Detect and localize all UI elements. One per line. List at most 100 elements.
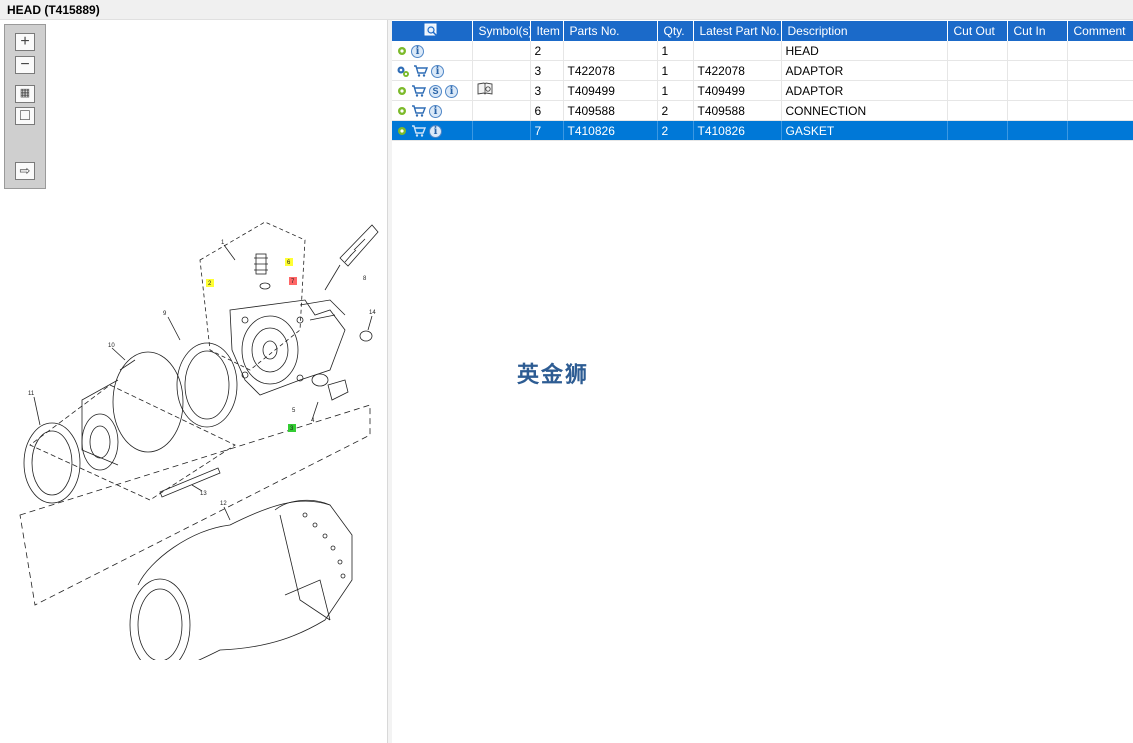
s-icon[interactable]: S	[429, 84, 442, 98]
cut-in-cell	[1007, 41, 1068, 61]
info-icon[interactable]: i	[429, 104, 442, 118]
column-header-item[interactable]: Item	[530, 21, 564, 41]
column-header-symbols[interactable]: Symbol(s)	[472, 21, 531, 41]
exploded-parts-diagram[interactable]: 1 2 3 4 5 6 7 8 9 10 11 12 13 14	[0, 180, 388, 660]
cut-out-cell	[947, 100, 1008, 121]
column-header-cut-out[interactable]: Cut Out	[947, 21, 1008, 41]
zoom-in-button[interactable]: +	[15, 33, 35, 51]
cut-in-cell	[1007, 100, 1068, 121]
search-icon[interactable]	[424, 23, 440, 37]
fit-view-button[interactable]: ▦	[15, 85, 35, 103]
column-header-search[interactable]	[392, 21, 473, 41]
symbol-cell	[472, 80, 531, 101]
part-12-housing	[129, 499, 353, 660]
callout-9[interactable]: 9	[163, 311, 167, 317]
info-icon[interactable]: i	[431, 64, 444, 78]
assembly-outline-middle	[29, 384, 236, 501]
callout-highlight-7	[289, 277, 297, 285]
table-header: Symbol(s) Item Parts No. Qty. Latest Par…	[392, 21, 1133, 41]
callout-3[interactable]: 3	[290, 426, 294, 432]
info-icon[interactable]: i	[411, 44, 424, 58]
callout-13[interactable]: 13	[200, 491, 207, 497]
callout-7[interactable]: 7	[291, 279, 295, 285]
table-row[interactable]: i 3 T422078 1 T422078 ADAPTOR	[392, 60, 1133, 81]
description-cell: HEAD	[781, 41, 948, 61]
zoom-out-button[interactable]: −	[15, 56, 35, 74]
watermark: 英金狮	[517, 363, 590, 388]
qty-cell: 2	[657, 120, 694, 141]
diagram-toolbar: + − ▦ □ ⇨	[4, 24, 46, 189]
pane-splitter[interactable]	[388, 20, 392, 743]
symbol-cell	[472, 60, 531, 81]
part-14-plug	[359, 330, 373, 342]
callout-8[interactable]: 8	[363, 276, 367, 282]
part-6-fitting	[254, 253, 271, 290]
latest-part-no-cell	[693, 41, 782, 61]
parts-no-cell: T410826	[563, 120, 658, 141]
assembly-outline-base	[19, 404, 371, 606]
callout-6[interactable]: 6	[287, 260, 291, 266]
callout-2[interactable]: 2	[208, 281, 212, 287]
item-cell: 2	[530, 41, 564, 61]
book-icon[interactable]	[477, 82, 493, 96]
gear-icon[interactable]	[396, 105, 408, 117]
callout-4[interactable]: 4	[311, 418, 315, 424]
export-button[interactable]: ⇨	[15, 162, 35, 180]
table-row[interactable]: i 6 T409588 2 T409588 CONNECTION	[392, 100, 1133, 121]
callout-5[interactable]: 5	[292, 408, 296, 414]
gear-icon[interactable]	[396, 125, 408, 137]
cut-out-cell	[947, 120, 1008, 141]
symbol-cell	[472, 41, 531, 61]
latest-part-no-cell: T409499	[693, 80, 782, 101]
description-cell: ADAPTOR	[781, 80, 948, 101]
cut-out-cell	[947, 41, 1008, 61]
column-header-parts-no[interactable]: Parts No.	[563, 21, 658, 41]
table-row-selected[interactable]: i 7 T410826 2 T410826 GASKET	[392, 120, 1133, 141]
info-icon[interactable]: i	[429, 124, 442, 138]
description-cell: ADAPTOR	[781, 60, 948, 81]
column-header-qty[interactable]: Qty.	[657, 21, 694, 41]
comment-cell	[1067, 120, 1133, 141]
description-cell: GASKET	[781, 120, 948, 141]
callout-highlight-3	[288, 424, 296, 432]
parts-no-cell: T422078	[563, 60, 658, 81]
window-title: HEAD (T415889)	[7, 3, 100, 17]
callout-14[interactable]: 14	[369, 310, 376, 316]
gear-icon[interactable]	[396, 85, 408, 97]
row-icons: i	[392, 60, 473, 81]
parts-no-cell: T409499	[563, 80, 658, 101]
table-row[interactable]: i 2 1 HEAD	[392, 41, 1133, 61]
cut-in-cell	[1007, 120, 1068, 141]
callout-12[interactable]: 12	[220, 501, 227, 507]
diagram-pane[interactable]: + − ▦ □ ⇨	[0, 20, 388, 743]
qty-cell: 1	[657, 41, 694, 61]
gears-icon[interactable]	[396, 65, 410, 78]
comment-cell	[1067, 41, 1133, 61]
cart-icon[interactable]	[411, 125, 426, 137]
callout-11[interactable]: 11	[28, 391, 35, 397]
column-header-cut-in[interactable]: Cut In	[1007, 21, 1068, 41]
cart-icon[interactable]	[413, 65, 428, 77]
cut-in-cell	[1007, 60, 1068, 81]
cart-icon[interactable]	[411, 105, 426, 117]
qty-cell: 1	[657, 80, 694, 101]
callout-10[interactable]: 10	[108, 343, 115, 349]
column-header-latest-part-no[interactable]: Latest Part No.	[693, 21, 782, 41]
description-cell: CONNECTION	[781, 100, 948, 121]
part-8-plug	[324, 224, 379, 291]
qty-cell: 2	[657, 100, 694, 121]
info-icon[interactable]: i	[445, 84, 458, 98]
cut-out-cell	[947, 60, 1008, 81]
part-11-gasket	[23, 422, 81, 504]
symbol-cell	[472, 100, 531, 121]
frame-button[interactable]: □	[15, 107, 35, 125]
item-cell: 6	[530, 100, 564, 121]
qty-cell: 1	[657, 60, 694, 81]
parts-no-cell	[563, 41, 658, 61]
gear-icon[interactable]	[396, 45, 408, 57]
callout-1[interactable]: 1	[221, 240, 225, 246]
column-header-description[interactable]: Description	[781, 21, 948, 41]
column-header-comment[interactable]: Comment	[1067, 21, 1133, 41]
cart-icon[interactable]	[411, 85, 426, 97]
